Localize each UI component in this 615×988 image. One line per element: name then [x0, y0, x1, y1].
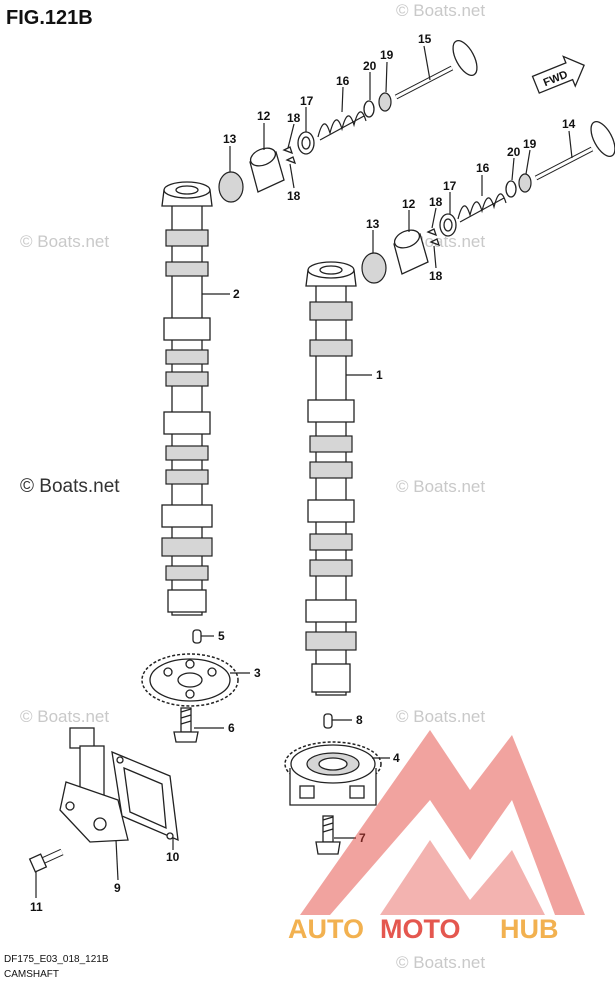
callout-20: 20 — [363, 59, 377, 73]
valve-15 — [394, 40, 478, 100]
gasket-10 — [111, 750, 179, 842]
cotter-18 — [426, 228, 438, 237]
retainer-20 — [363, 100, 375, 118]
callout-10: 10 — [166, 850, 180, 864]
seal-19 — [518, 173, 532, 193]
callouts: 15 20 19 16 17 12 18 13 18 14 20 19 16 1… — [30, 32, 576, 914]
fwd-arrow: FWD — [531, 55, 585, 94]
watermark: © Boats.net — [396, 1, 485, 20]
watermark: © Boats.net — [20, 707, 109, 726]
bolt-11 — [28, 848, 64, 873]
callout-8: 8 — [356, 713, 363, 727]
callout-6: 6 — [228, 721, 235, 735]
logo-text-auto: AUTO — [288, 914, 364, 944]
watermark: © Boats.net — [396, 953, 485, 972]
seal-19 — [378, 92, 392, 112]
callout-17: 17 — [443, 179, 457, 193]
callout-15: 15 — [418, 32, 432, 46]
callout-19: 19 — [380, 48, 394, 62]
shim-13 — [361, 252, 387, 284]
valve-assembly-upper — [218, 40, 478, 203]
callout-13: 13 — [223, 132, 237, 146]
cotter-18 — [285, 156, 297, 165]
sprocket-3 — [141, 653, 239, 707]
pin-5 — [192, 629, 202, 644]
callout-16: 16 — [336, 74, 350, 88]
oil-control-valve-9 — [59, 727, 129, 843]
callout-16: 16 — [476, 161, 490, 175]
tappet-12 — [393, 229, 429, 275]
callout-13: 13 — [366, 217, 380, 231]
callout-12: 12 — [402, 197, 416, 211]
leader-lines — [35, 45, 573, 898]
automotohub-logo: AUTO MOTO HUB — [288, 730, 585, 944]
shim-13 — [218, 171, 244, 203]
cotter-18 — [282, 146, 294, 155]
callout-11: 11 — [30, 900, 43, 914]
callout-17: 17 — [300, 94, 314, 108]
callout-2: 2 — [233, 287, 240, 301]
callout-18: 18 — [287, 111, 301, 125]
vvt-actuator-4 — [284, 741, 382, 806]
callout-14: 14 — [562, 117, 576, 131]
callout-18: 18 — [429, 195, 443, 209]
callout-18: 18 — [429, 269, 443, 283]
bolt-6 — [173, 707, 199, 743]
cotter-18 — [429, 238, 441, 247]
watermark: © Boats.net — [20, 232, 109, 251]
pin-8 — [323, 713, 333, 729]
valve-14 — [534, 121, 615, 181]
callout-5: 5 — [218, 629, 225, 643]
footer-code: DF175_E03_018_121B — [4, 954, 109, 965]
callout-1: 1 — [376, 368, 383, 382]
callout-20: 20 — [507, 145, 521, 159]
spring-16 — [457, 193, 507, 223]
watermark: © Boats.net — [396, 707, 485, 726]
camshaft-2 — [161, 181, 213, 616]
callout-19: 19 — [523, 137, 537, 151]
footer-caption: CAMSHAFT — [4, 969, 59, 980]
logo-text-hub: HUB — [500, 914, 559, 944]
callout-4: 4 — [393, 751, 400, 765]
callout-9: 9 — [114, 881, 121, 895]
callout-18: 18 — [287, 189, 301, 203]
watermark: © Boats.net — [396, 477, 485, 496]
logo-text-moto: MOTO — [380, 914, 461, 944]
retainer-20 — [505, 180, 517, 198]
callout-7: 7 — [359, 831, 366, 845]
figure-title: FIG.121B — [6, 7, 93, 29]
valve-assembly-lower — [361, 121, 615, 284]
tappet-12 — [249, 147, 285, 193]
watermark: © Boats.net — [20, 476, 120, 497]
callout-12: 12 — [257, 109, 271, 123]
bolt-7 — [315, 815, 341, 855]
camshaft-1 — [305, 261, 357, 696]
spring-16 — [317, 111, 367, 141]
callout-3: 3 — [254, 666, 261, 680]
